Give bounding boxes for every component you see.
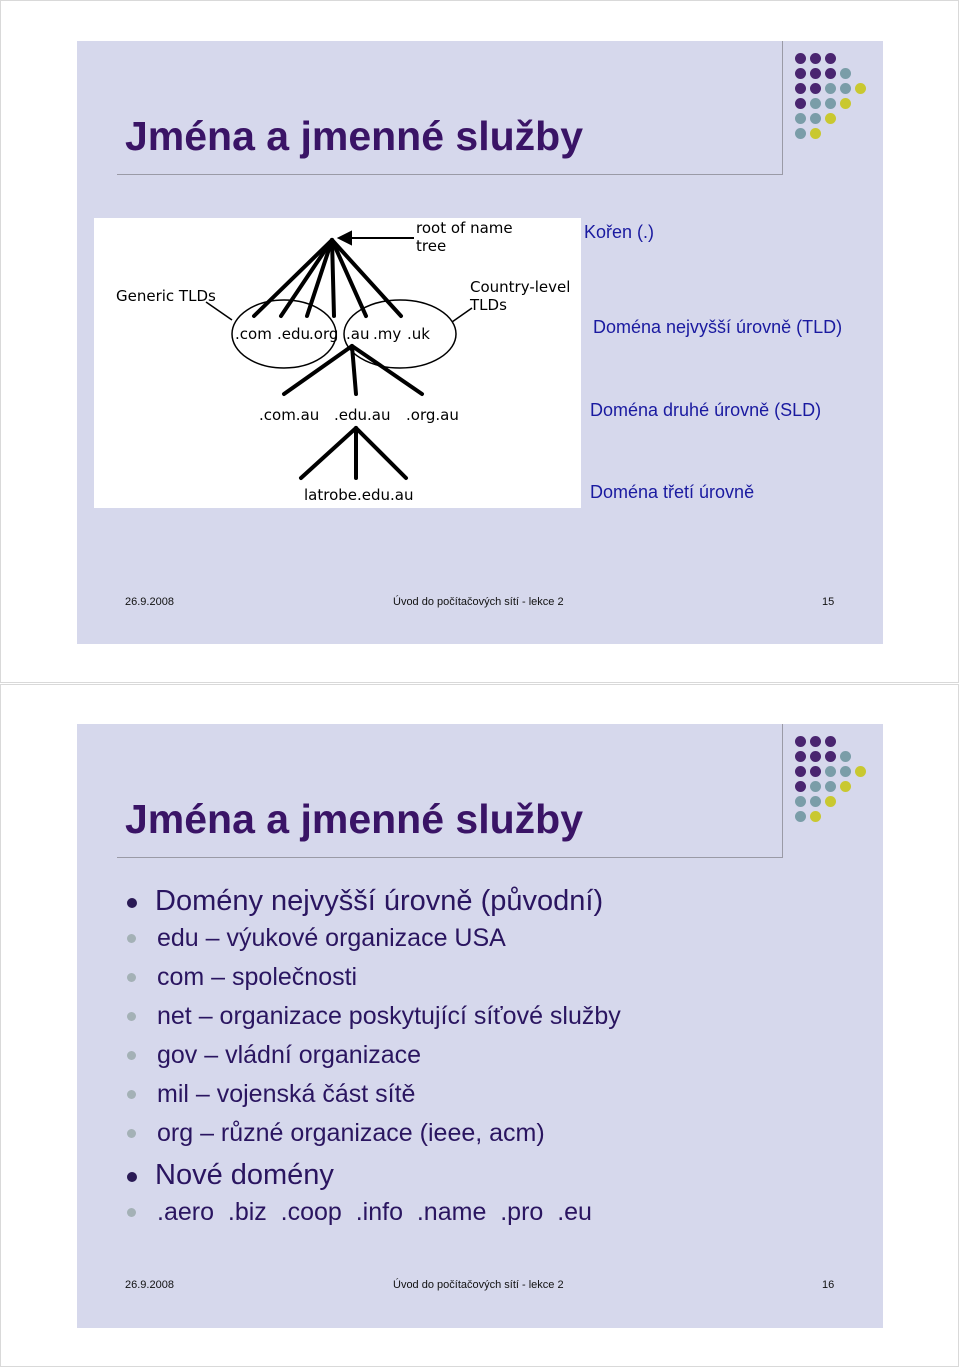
country-label-2: TLDs	[469, 296, 507, 314]
decorative-dot	[795, 113, 806, 124]
generic-label: Generic TLDs	[116, 287, 216, 305]
footer-course: Úvod do počítačových sítí - lekce 2	[393, 596, 564, 608]
decorative-dot	[825, 68, 836, 79]
page-2: Jména a jmenné služby Domény nejvyšší úr…	[0, 684, 959, 1367]
decorative-dot	[825, 98, 836, 109]
decorative-dot	[810, 781, 821, 792]
sub-bullet-mil: mil – vojenská část sítě	[97, 1075, 621, 1114]
sub-bullet-new-list: .aero .biz .coop .info .name .pro .eu	[97, 1193, 621, 1232]
decorative-dot	[840, 98, 851, 109]
label-sld: Doména druhé úrovně (SLD)	[590, 400, 822, 420]
decorative-dot	[810, 113, 821, 124]
label-root: Kořen (.)	[584, 222, 655, 242]
label-tld: Doména nejvyšší úrovně (TLD)	[593, 317, 843, 337]
tree-edges	[252, 238, 424, 480]
decorative-dot	[810, 811, 821, 822]
country-ellipse	[343, 299, 457, 369]
tld-uk: .uk	[407, 325, 430, 343]
decorative-dot	[795, 751, 806, 762]
decorative-dot	[825, 796, 836, 807]
decorative-dot	[840, 751, 851, 762]
sub-bullet-com: com – společnosti	[97, 958, 621, 997]
generic-ellipse	[231, 299, 337, 369]
tld-my: .my	[373, 325, 401, 343]
label-third: Doména třetí úrovně	[590, 482, 755, 502]
generic-leader	[205, 301, 233, 321]
tld-au: .au	[346, 325, 369, 343]
footer-date: 26.9.2008	[125, 596, 174, 608]
decorative-dot	[810, 128, 821, 139]
bullet-list: Domény nejvyšší úrovně (původní) edu – v…	[126, 879, 621, 1232]
decorative-dot	[825, 766, 836, 777]
decorative-dot	[810, 736, 821, 747]
sld-org-au: .org.au	[406, 406, 459, 424]
footer-course: Úvod do počítačových sítí - lekce 2	[393, 1279, 564, 1291]
arrow	[336, 230, 414, 246]
decorative-dot	[810, 83, 821, 94]
decorative-dot	[795, 128, 806, 139]
dns-tree-svg: root of name tree Generic TLDs Country-l…	[116, 219, 570, 504]
decorative-dot	[795, 83, 806, 94]
decorative-dot	[810, 766, 821, 777]
decorative-dot	[795, 98, 806, 109]
decorative-dot	[795, 796, 806, 807]
sld-com-au: .com.au	[259, 406, 319, 424]
decorative-dot	[810, 68, 821, 79]
decorative-dot	[810, 98, 821, 109]
decorative-dot	[795, 781, 806, 792]
decorative-dot	[795, 736, 806, 747]
slide-title: Jména a jmenné služby	[125, 113, 584, 159]
decorative-dot	[825, 113, 836, 124]
tld-org: .org	[309, 325, 338, 343]
decorative-dot	[840, 766, 851, 777]
dns-tree-diagram: root of name tree Generic TLDs Country-l…	[94, 218, 581, 508]
sub-bullet-org: org – různé organizace (ieee, acm)	[97, 1114, 621, 1153]
decorative-dot	[810, 751, 821, 762]
decorative-dot	[795, 53, 806, 64]
sub-bullet-net: net – organizace poskytující síťové služ…	[97, 997, 621, 1036]
footer-page: 16	[822, 1279, 835, 1291]
decorative-dot	[825, 53, 836, 64]
decorative-dot	[795, 766, 806, 777]
bullet-new-domains: Nové domény	[127, 1157, 621, 1193]
country-label-1: Country-level	[470, 278, 570, 296]
decorative-dot	[825, 751, 836, 762]
slide-15: Jména a jmenné služby	[77, 41, 883, 644]
sld-edu-au: .edu.au	[334, 406, 391, 424]
decorative-dot	[810, 53, 821, 64]
decorative-dot	[840, 781, 851, 792]
root-label-1: root of name	[416, 219, 513, 237]
footer-date: 26.9.2008	[125, 1279, 174, 1291]
decorative-dot	[825, 781, 836, 792]
decorative-dot	[795, 811, 806, 822]
decorative-dot	[855, 766, 866, 777]
page-1: Jména a jmenné služby	[0, 0, 959, 683]
title-underline	[117, 857, 782, 858]
slide-title: Jména a jmenné služby	[125, 796, 584, 842]
sub-bullet-gov: gov – vládní organizace	[97, 1036, 621, 1075]
bullet-original-tlds: Domény nejvyšší úrovně (původní)	[127, 883, 621, 919]
decorative-dot	[825, 736, 836, 747]
title-divider	[782, 41, 783, 175]
decorative-dot	[840, 68, 851, 79]
decorative-dot	[840, 83, 851, 94]
title-divider	[782, 724, 783, 858]
tld-com: .com	[235, 325, 272, 343]
tld-edu: .edu	[277, 325, 310, 343]
decorative-dot	[825, 83, 836, 94]
root-label-2: tree	[416, 237, 446, 255]
country-leader	[451, 307, 473, 323]
decorative-dot	[855, 83, 866, 94]
footer-page: 15	[822, 596, 835, 608]
sub-bullet-edu: edu – výukové organizace USA	[97, 919, 621, 958]
decorative-dot	[795, 68, 806, 79]
third-latrobe: latrobe.edu.au	[304, 486, 414, 504]
slide-16: Jména a jmenné služby Domény nejvyšší úr…	[77, 724, 883, 1328]
title-underline	[117, 174, 782, 175]
decorative-dot	[810, 796, 821, 807]
